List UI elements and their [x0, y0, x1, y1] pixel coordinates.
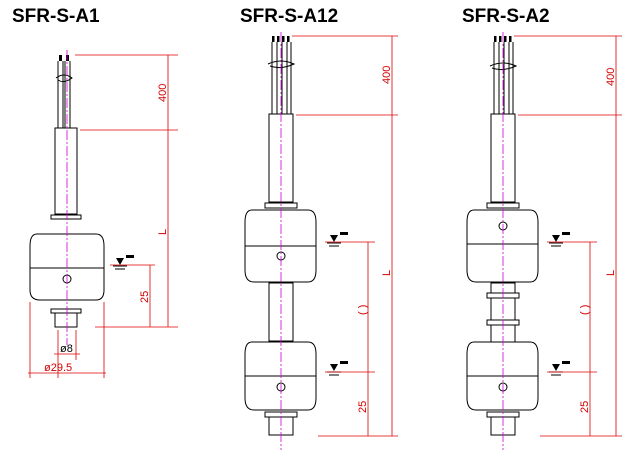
model-title: SFR-S-A2: [462, 6, 550, 27]
water-level-icon: [113, 255, 134, 270]
dim-float-gap: ( ): [357, 305, 369, 315]
dim-level: 25: [579, 401, 591, 413]
water-level-icon: [327, 232, 348, 247]
dim-float-gap: ( ): [579, 305, 591, 315]
dim-overall-length: L: [157, 229, 169, 235]
water-level-icon: [549, 361, 570, 376]
water-level-icon: [327, 361, 348, 376]
cable-wires: [489, 36, 518, 114]
dim-overall-length: L: [381, 270, 393, 276]
dim-stem-diameter: ø8: [60, 343, 73, 355]
dim-overall-length: L: [605, 270, 617, 276]
upper-float: [466, 209, 539, 283]
dim-cable-length: 400: [605, 68, 617, 86]
dim-float-diameter: ø29.5: [44, 362, 72, 374]
water-level-icon: [549, 232, 570, 247]
model-sfr-s-a12: SFR-S-A12: [240, 6, 398, 450]
model-title: SFR-S-A12: [240, 6, 338, 27]
dimension-lines: [292, 35, 398, 437]
dimension-lines: [514, 35, 622, 437]
cable-wires: [55, 55, 73, 128]
dim-cable-length: 400: [157, 84, 169, 102]
stem: [54, 127, 78, 215]
model-sfr-s-a2: SFR-S-A2: [462, 6, 622, 450]
model-title: SFR-S-A1: [12, 6, 100, 27]
dim-cable-length: 400: [381, 66, 393, 84]
model-sfr-s-a1: SFR-S-A1: [12, 6, 178, 378]
dimension-lines: [28, 54, 178, 378]
cable-wires: [267, 36, 296, 114]
stop-ring: [50, 214, 82, 220]
dim-level: 25: [139, 291, 151, 303]
dim-level: 25: [357, 401, 369, 413]
